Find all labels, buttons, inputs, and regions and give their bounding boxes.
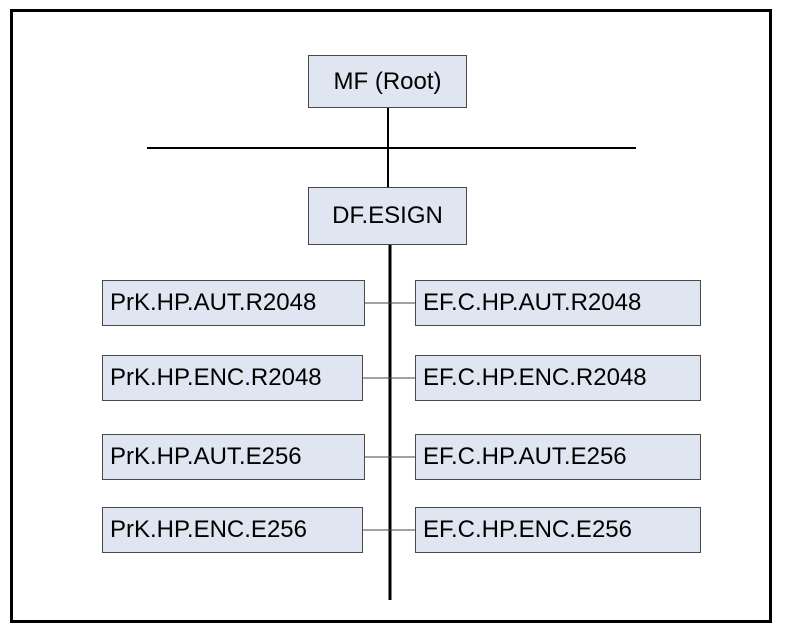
ef-certificate-node: EF.C.HP.ENC.R2048 — [415, 355, 701, 401]
ef-certificate-node: EF.C.HP.ENC.E256 — [415, 507, 701, 553]
df-esign-node: DF.ESIGN — [308, 187, 467, 245]
ef-certificate-node: EF.C.HP.AUT.E256 — [415, 434, 701, 480]
prk-node: PrK.HP.AUT.E256 — [102, 434, 365, 480]
prk-node: PrK.HP.ENC.E256 — [102, 507, 363, 553]
prk-node: PrK.HP.AUT.R2048 — [102, 280, 365, 326]
ef-certificate-node: EF.C.HP.AUT.R2048 — [415, 280, 701, 326]
root-node-mf: MF (Root) — [308, 55, 467, 108]
prk-node: PrK.HP.ENC.R2048 — [102, 355, 363, 401]
